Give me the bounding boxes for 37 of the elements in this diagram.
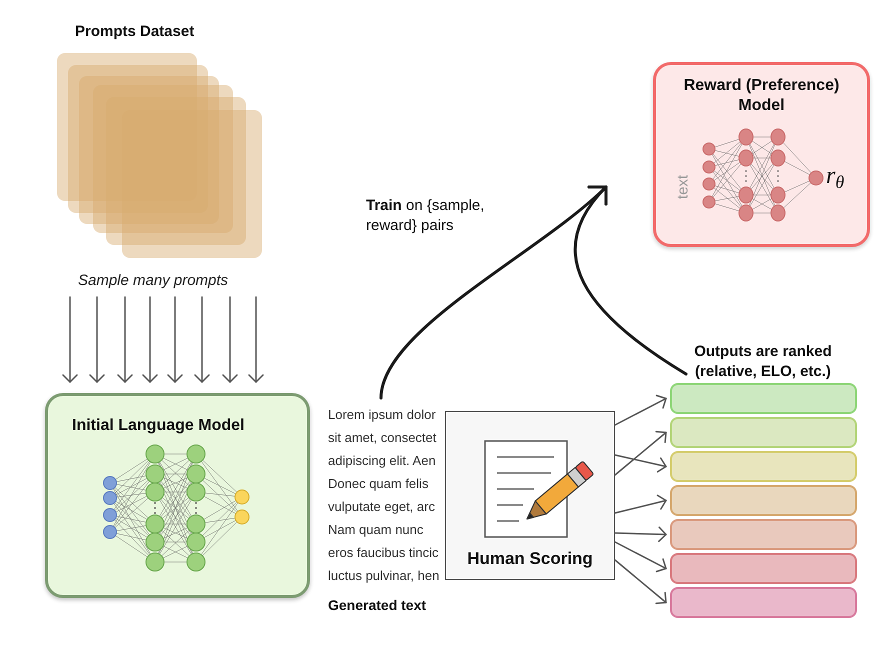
arrow: [248, 296, 264, 383]
arrow: [614, 526, 667, 542]
heading-text: Outputs are ranked (relative, ELO, etc.): [688, 342, 838, 382]
arrow: [614, 454, 667, 473]
card-title: Human Scoring: [467, 548, 593, 570]
arrow: [194, 296, 210, 383]
paragraph-text: Lorem ipsum dolor sit amet, consectet adipiscing elit. Aen Donec quam felis vulputate eget, arc Nam quam nunc eros faucibus tincic luctus pulvinar, hen: [328, 403, 446, 587]
arrow: [614, 559, 667, 604]
caption-text: Generated text: [328, 596, 426, 615]
ranking-bar: [670, 553, 857, 584]
model-box: [653, 62, 870, 247]
output-label: r$_{θ}$: [826, 164, 844, 188]
model-box: [45, 393, 310, 598]
ranking-bar: [670, 587, 857, 618]
scoring-card: [445, 411, 615, 580]
curved-arrow: [574, 186, 688, 376]
ranking-bar: [670, 383, 857, 414]
input-label: text: [676, 174, 690, 200]
dataset-title: Prompts Dataset: [75, 22, 194, 42]
arrow: [117, 296, 133, 383]
arrow: [222, 296, 238, 383]
ranking-bar: [670, 519, 857, 550]
arrow: [167, 296, 183, 383]
arrow: [614, 430, 667, 476]
edge-label: Train on {sample, reward} pairs: [366, 196, 486, 236]
model-title: Reward (Preference) Model: [682, 76, 840, 116]
arrow: [89, 296, 105, 383]
arrow: [62, 296, 78, 383]
model-title: Initial Language Model: [72, 416, 244, 436]
arrow: [142, 296, 158, 383]
ranking-bar: [670, 451, 857, 482]
arrow: [614, 394, 667, 426]
ranking-bar: [670, 417, 857, 448]
caption-text: Sample many prompts: [78, 271, 228, 291]
arrow: [614, 494, 667, 514]
arrow: [614, 541, 667, 572]
ranking-bar: [670, 485, 857, 516]
